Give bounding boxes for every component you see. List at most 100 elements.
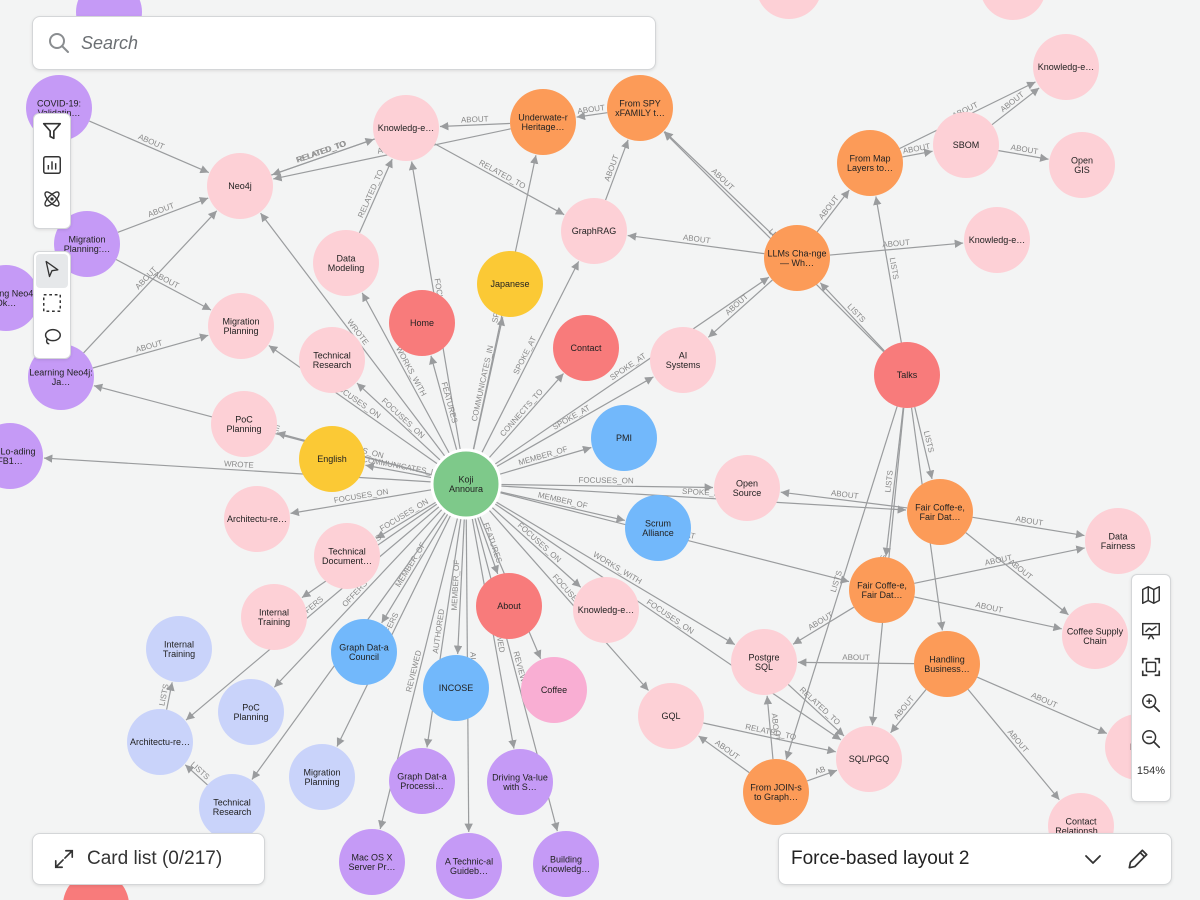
graph-edge[interactable]: ABOUT — [117, 197, 209, 233]
graph-node[interactable] — [756, 0, 822, 19]
graph-node[interactable]: Fair Coffe-e,Fair Dat… — [907, 479, 973, 545]
marquee-select-button[interactable] — [36, 288, 68, 322]
graph-edge[interactable]: ABOUT — [603, 139, 630, 201]
graph-edge[interactable]: ABOUT — [914, 596, 1062, 632]
graph-edge[interactable]: ABOUT — [707, 279, 773, 338]
presentation-button[interactable] — [1135, 615, 1167, 651]
graph-edge[interactable]: FOCUSES_ON — [375, 497, 439, 539]
graph-edge[interactable]: ABOUT — [967, 689, 1060, 801]
graph-node[interactable]: About — [476, 573, 542, 639]
pencil-icon[interactable] — [1125, 846, 1151, 872]
graph-node[interactable]: Knowledg-e… — [373, 95, 439, 161]
graph-node[interactable]: Knowledg-e… — [573, 577, 639, 643]
graph-edge[interactable]: ABOUT — [92, 333, 209, 369]
filter-button[interactable] — [36, 116, 68, 150]
graph-edge[interactable]: MEMBER_OF — [498, 490, 625, 523]
graph-node[interactable]: Talks — [874, 342, 940, 408]
graph-edge[interactable]: ABOUT — [890, 689, 927, 734]
zoom-out-button[interactable] — [1135, 723, 1167, 759]
graph-edge[interactable]: ABOUT — [439, 114, 511, 131]
graph-edge[interactable]: CONNECTS_TO — [487, 373, 564, 460]
graph-edge[interactable]: ABOUT — [763, 695, 781, 760]
graph-node[interactable]: Neo4j — [207, 153, 273, 219]
layout-select[interactable]: Force-based layout 2 — [778, 833, 1172, 885]
graph-edge[interactable]: ABOUT — [914, 545, 1085, 584]
search-input[interactable] — [79, 22, 643, 64]
algorithm-button[interactable] — [36, 184, 68, 218]
statistics-button[interactable] — [36, 150, 68, 184]
graph-node[interactable]: Knowledg-e… — [964, 207, 1030, 273]
graph-node[interactable]: Learning Neo4j:Ok… — [0, 265, 39, 331]
graph-node[interactable]: LLMs Cha-nge— Wh… — [764, 225, 830, 291]
graph-node[interactable]: Knowledg-e… — [1033, 34, 1099, 100]
graph-edge[interactable]: RELATED_TO — [271, 138, 376, 176]
graph-edge[interactable]: ABOUT — [797, 653, 915, 667]
graph-edge[interactable]: ABOUT — [89, 120, 210, 174]
graph-edge[interactable]: ABOUT — [698, 735, 750, 774]
graph-edge[interactable]: LISTS — [184, 760, 211, 786]
pointer-tool-button[interactable] — [36, 254, 68, 288]
card-list-button[interactable]: Card list (0/217) — [32, 833, 265, 885]
graph-edge[interactable]: LISTS — [914, 406, 936, 480]
graph-edge[interactable]: ABOUT — [792, 606, 855, 645]
graph-node[interactable]: GraphRAG — [561, 198, 627, 264]
graph-edge[interactable]: ABOUT — [664, 131, 774, 236]
graph-edge[interactable]: LISTS — [784, 406, 898, 760]
graph-edge[interactable]: AB — [806, 764, 838, 782]
graph-edge[interactable]: SPOKE_AT — [498, 485, 907, 514]
graph-edge[interactable]: RELATED_TO — [356, 158, 393, 234]
graph-edge[interactable]: LISTS — [882, 407, 904, 557]
graph-edge[interactable]: ABOUT — [576, 103, 608, 121]
graph-node[interactable]: Japanese — [477, 251, 543, 317]
graph-edge[interactable]: ABOUT — [829, 238, 964, 256]
graph-edge[interactable]: WROTE — [43, 454, 434, 483]
graph-edge[interactable]: ABOUT — [816, 189, 850, 233]
graph-edge[interactable]: MEMBER_OF — [450, 516, 465, 655]
graph-node[interactable]: English — [299, 426, 365, 492]
graph-node[interactable]: Learning Neo4j:Ja… — [28, 344, 94, 410]
graph-edge[interactable]: ABOUT — [627, 232, 765, 255]
map-view-button[interactable] — [1135, 579, 1167, 615]
graph-edge[interactable]: ABOUT — [780, 488, 908, 509]
graph-node[interactable]: Home — [389, 290, 455, 356]
graph-node[interactable]: SBOM — [933, 112, 999, 178]
lasso-select-button[interactable] — [36, 322, 68, 356]
graph-edge[interactable]: FOCUSES_ON — [498, 476, 714, 492]
graph-edge[interactable]: MEMBER_OF — [497, 444, 592, 476]
graph-edge[interactable]: LISTS — [873, 196, 902, 343]
graph-edge[interactable]: LISTS — [157, 682, 175, 710]
graph-edge[interactable]: LISTS — [819, 282, 885, 352]
graph-node[interactable]: Architectu-re… — [224, 486, 290, 552]
graph-node[interactable]: PMI — [591, 405, 657, 471]
graph-edge[interactable]: ABOUT — [972, 514, 1085, 539]
graph-node[interactable]: GQL — [638, 683, 704, 749]
graph-node[interactable]: Architectu-re… — [127, 709, 193, 775]
graph-node[interactable]: Fair Coffe-e,Fair Dat… — [849, 557, 915, 623]
graph-edge[interactable]: ABOUT — [902, 142, 933, 158]
chevron-down-icon[interactable] — [1081, 847, 1105, 871]
